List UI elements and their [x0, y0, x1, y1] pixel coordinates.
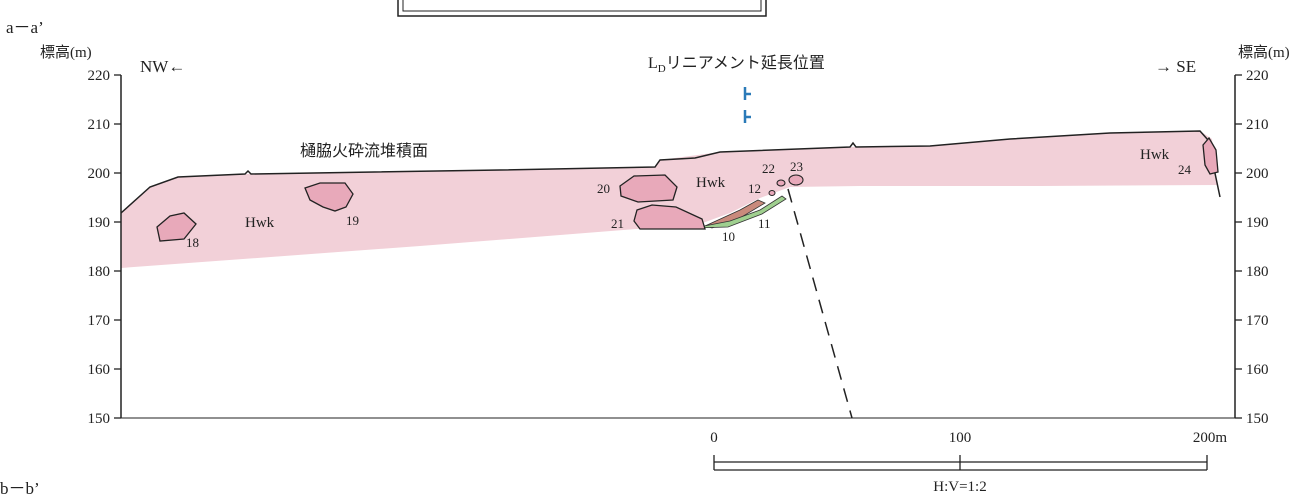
unit-label-hwk-center: Hwk: [696, 175, 726, 191]
body-number-23: 23: [790, 159, 803, 174]
tick-label-left-180: 180: [88, 264, 111, 280]
surface-label: 樋脇火砕流堆積面: [300, 142, 428, 160]
axis-label-left: 標高(m): [40, 44, 92, 61]
left-axis: [120, 75, 1235, 419]
tick-label-right-160: 160: [1246, 362, 1269, 378]
section-label-top: a－a’: [6, 18, 44, 37]
tick-label-right-210: 210: [1246, 117, 1269, 133]
scale-tick-100: 100: [949, 430, 972, 446]
direction-nw: NW←: [140, 57, 185, 76]
tick-label-left-170: 170: [88, 313, 111, 329]
unit-label-hwk-right: Hwk: [1140, 147, 1170, 163]
ground-surface-line: [120, 130, 1221, 214]
body-19: [304, 182, 354, 212]
scale-tick-0: 0: [710, 430, 718, 446]
body-23: [788, 174, 804, 186]
lineament-marker: [743, 87, 751, 123]
tick-label-left-160: 160: [88, 362, 111, 378]
body-12: [768, 190, 776, 196]
body-22: [776, 179, 786, 187]
body-24: [1202, 136, 1219, 175]
body-number-22: 22: [762, 161, 775, 176]
tick-marks: [114, 74, 1242, 419]
tick-label-right-170: 170: [1246, 313, 1269, 329]
green-bed: [693, 195, 787, 229]
brown-bed: [703, 199, 766, 229]
fault-dashed-line: [787, 188, 853, 419]
body-number-24: 24: [1178, 162, 1192, 177]
legend-box-fragment: [397, 0, 767, 17]
tick-label-right-180: 180: [1246, 264, 1269, 280]
axis-label-right: 標高(m): [1238, 44, 1290, 61]
body-number-18: 18: [186, 235, 199, 250]
tick-label-left-220: 220: [88, 68, 111, 84]
direction-se: → SE: [1155, 57, 1196, 76]
lineament-title: LDリニアメント延長位置: [648, 54, 825, 75]
unit-label-hwk-left: Hwk: [245, 215, 275, 231]
section-label-bottom: b－b’: [0, 479, 40, 498]
tick-label-right-220: 220: [1246, 68, 1269, 84]
scale-bar: [713, 455, 1208, 471]
tick-label-right-200: 200: [1246, 166, 1269, 182]
tick-label-left-190: 190: [88, 215, 111, 231]
body-number-21: 21: [611, 216, 624, 231]
body-18: [156, 212, 197, 242]
tick-label-right-150: 150: [1246, 411, 1269, 427]
tick-label-left-200: 200: [88, 166, 111, 182]
body-21: [633, 204, 706, 230]
body-number-20: 20: [597, 181, 610, 196]
tick-label-right-190: 190: [1246, 215, 1269, 231]
tick-label-left-150: 150: [88, 411, 111, 427]
body-number-11: 11: [758, 216, 771, 231]
tick-label-left-210: 210: [88, 117, 111, 133]
body-number-10: 10: [722, 229, 735, 244]
scale-tick-200: 200m: [1193, 430, 1228, 446]
body-number-12: 12: [748, 181, 761, 196]
body-number-19: 19: [346, 213, 359, 228]
scale-ratio: H:V=1:2: [933, 479, 986, 495]
body-20: [619, 174, 678, 203]
